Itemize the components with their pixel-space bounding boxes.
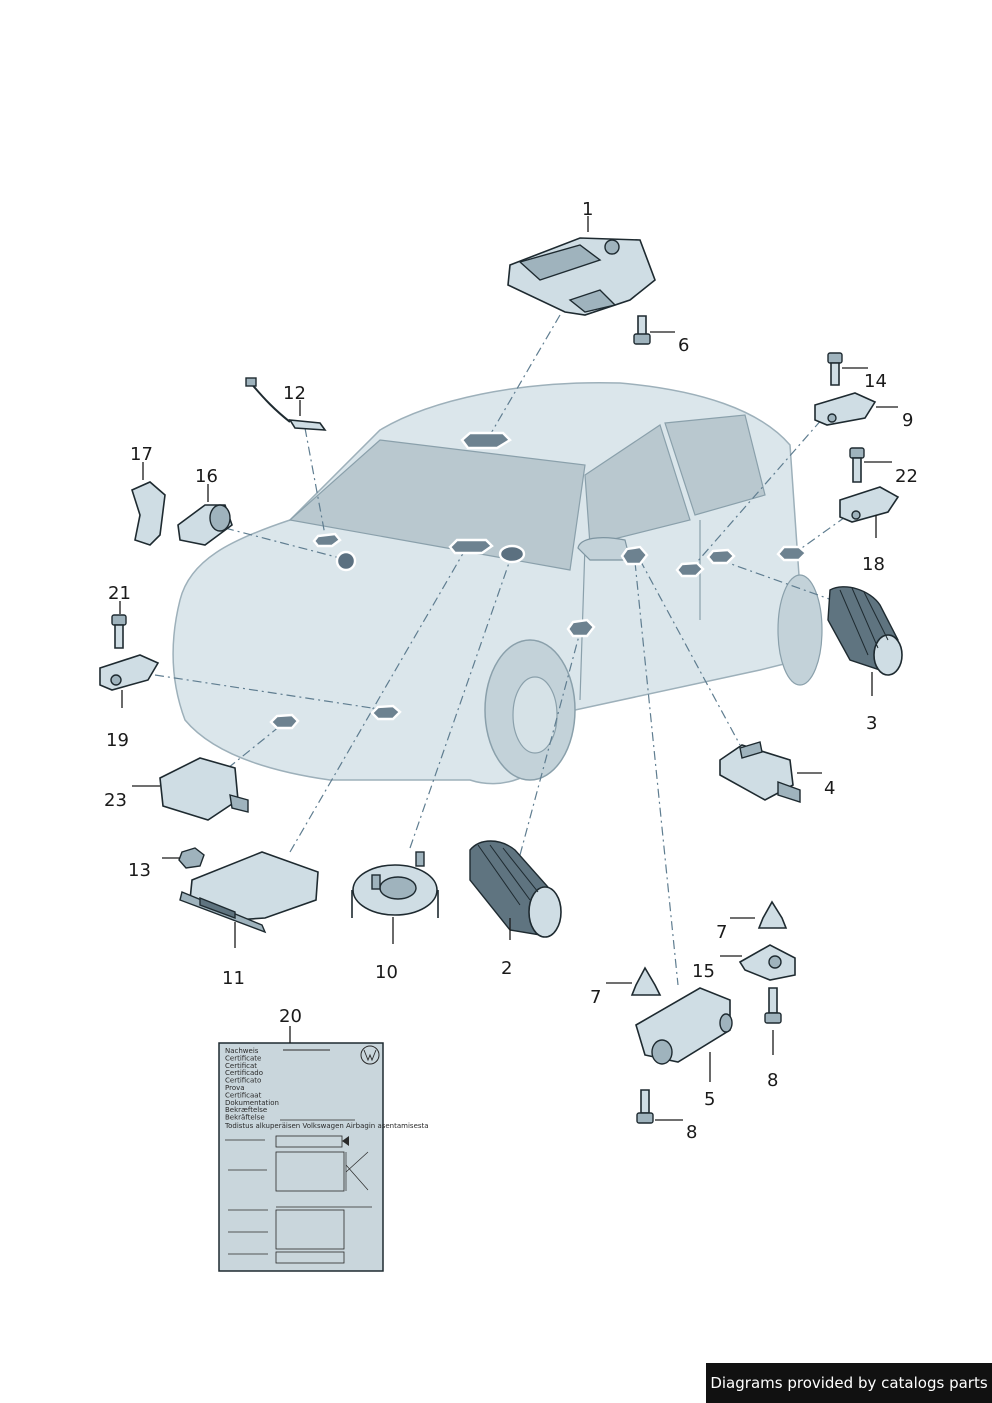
certificate-line: Certificate [225, 1054, 261, 1062]
part-3-bellows [827, 586, 903, 676]
part-5-sensor [635, 987, 733, 1065]
front-side-window [584, 424, 691, 546]
rear-side-window [664, 414, 766, 516]
part-7-clip-b [757, 900, 788, 929]
credit-banner: Diagrams provided by catalogs parts [706, 1363, 992, 1403]
callout-19: 19 [106, 730, 129, 751]
callout-1: 1 [582, 199, 593, 220]
part-20-certificate: NachweisCertificateCertificatCertificado… [218, 1042, 429, 1272]
marker-roof [460, 431, 512, 450]
part-17-bracket [131, 481, 166, 546]
certificate-line: Certificato [225, 1077, 261, 1085]
part-15-bracket [738, 944, 796, 981]
part-4-sensor [719, 741, 801, 803]
part-16-sensor [177, 504, 233, 546]
callout-5: 5 [704, 1089, 715, 1110]
certificate-line: Dokumentation [225, 1099, 279, 1107]
callout-7b: 7 [590, 987, 601, 1008]
callout-14: 14 [864, 371, 887, 392]
part-21-bolt [111, 614, 127, 649]
leader-lines [119, 216, 898, 1121]
part-23-control-unit [159, 757, 249, 821]
part-22-bolt [849, 447, 865, 483]
front-wheel-hub [512, 676, 558, 754]
certificate-sheet [218, 1042, 384, 1272]
callout-10: 10 [375, 962, 398, 983]
part-8-screw-a [764, 987, 782, 1024]
callout-2: 2 [501, 958, 512, 979]
marker-knee [335, 550, 357, 572]
part-10-clock-spring [351, 851, 439, 918]
callout-15: 15 [692, 961, 715, 982]
part-1-roof-module [507, 237, 656, 316]
part-9-sensor [814, 392, 877, 426]
part-6-screw [633, 315, 651, 345]
marker-a-pillar [620, 545, 649, 566]
callout-23: 23 [104, 790, 127, 811]
certificate-line: Certificado [225, 1069, 263, 1077]
marker-dash-center [448, 538, 494, 555]
callout-9: 9 [902, 410, 913, 431]
marker-front-left [269, 713, 300, 730]
callout-8b: 8 [686, 1122, 697, 1143]
part-8-screw-b [636, 1089, 654, 1124]
marker-b-pillar [675, 561, 705, 578]
callout-16: 16 [195, 466, 218, 487]
callout-12: 12 [283, 383, 306, 404]
vw-logo [360, 1045, 380, 1065]
callout-20: 20 [279, 1006, 302, 1027]
marker-door [566, 618, 596, 638]
callout-6: 6 [678, 335, 689, 356]
certificate-line: Bekræftelse [225, 1106, 267, 1114]
part-14-bolt [827, 352, 843, 386]
certificate-text-lines: NachweisCertificateCertificatCertificado… [225, 1047, 279, 1122]
marker-front-center [370, 704, 402, 721]
callout-13: 13 [128, 860, 151, 881]
part-11-control-unit [179, 851, 319, 934]
callout-8a: 8 [767, 1070, 778, 1091]
callout-4: 4 [824, 778, 835, 799]
part-12-sensor-cable [245, 377, 327, 431]
marker-c-pillar [706, 548, 736, 565]
marker-steering [498, 544, 526, 564]
callout-22: 22 [895, 466, 918, 487]
part-19-sensor [99, 654, 160, 691]
callout-7a: 7 [716, 922, 727, 943]
marker-dash-left [312, 532, 342, 548]
certificate-line: Certificaat [225, 1091, 262, 1099]
certificate-line: Prova [225, 1084, 245, 1092]
part-7-clip-a [630, 966, 662, 996]
callout-18: 18 [862, 554, 885, 575]
certificate-line: Bekräftelse [225, 1114, 265, 1122]
part-18-sensor [839, 486, 900, 523]
vw-logo-mark [363, 1049, 377, 1062]
mount-markers [269, 431, 808, 730]
certificate-footer: Todistus alkuperäisen Volkswagen Airbagi… [224, 1122, 429, 1130]
part-13-nut [178, 847, 205, 869]
callout-11: 11 [222, 968, 245, 989]
callout-3: 3 [866, 713, 877, 734]
car-illustration [172, 381, 823, 785]
part-2-bellows [469, 840, 562, 938]
connection-lines [154, 314, 856, 986]
callout-17: 17 [130, 444, 153, 465]
callout-labels: 1 6 12 17 16 21 19 23 13 11 10 2 3 4 14 … [104, 199, 918, 1143]
certificate-line: Nachweis [225, 1047, 259, 1055]
marker-rear [776, 545, 808, 562]
rear-wheel [777, 574, 823, 686]
callout-21: 21 [108, 583, 131, 604]
certificate-line: Certificat [225, 1062, 257, 1070]
